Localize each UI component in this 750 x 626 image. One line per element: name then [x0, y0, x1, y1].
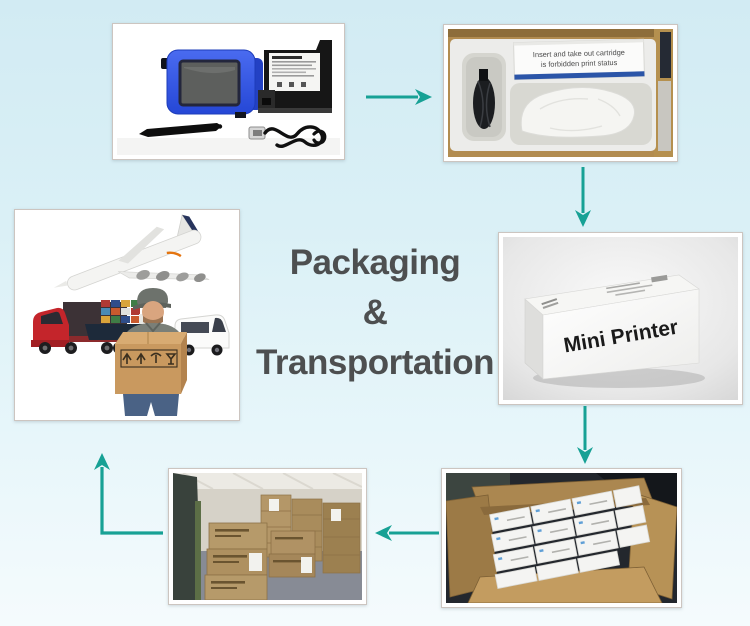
- photo-delivery: [14, 209, 240, 421]
- container-ship-icon: [85, 300, 149, 340]
- shipping-symbols: [120, 349, 178, 368]
- warning-label-line2: is forbidden print status: [541, 58, 618, 69]
- title-line-1: Packaging: [289, 243, 461, 282]
- foam-packaging-illustration: Insert and take out cartridge is forbidd…: [448, 29, 673, 157]
- stylus-icon: [139, 123, 223, 137]
- warning-label-line1: Insert and take out cartridge: [533, 48, 625, 59]
- carton-stacks-front: [204, 522, 316, 600]
- ink-cartridge-icon: [258, 40, 332, 113]
- box-side-markings: [541, 298, 559, 309]
- page-title: Packaging & Transportation: [245, 238, 505, 388]
- packed-white-boxes: [489, 485, 651, 589]
- photo-open-carton: [441, 468, 682, 608]
- handheld-printer-icon: [161, 49, 263, 118]
- title-line-2: &: [362, 293, 388, 332]
- mini-printer-box-icon: Mini Printer: [524, 274, 700, 380]
- warning-label-card: Insert and take out cartridge is forbidd…: [513, 38, 645, 81]
- packed-cable-icon: [462, 53, 506, 141]
- photo-foam-packaging: Insert and take out cartridge is forbidd…: [443, 24, 678, 162]
- flow-arrow-left-icon: [375, 525, 439, 541]
- cargo-plane-icon: [53, 214, 210, 291]
- containers: [101, 300, 140, 323]
- flow-arrow-down-2-icon: [577, 406, 593, 464]
- usb-cable-icon: [248, 125, 327, 148]
- warehouse-illustration: [173, 473, 362, 600]
- parcel-box-icon: [115, 332, 187, 394]
- packed-item-edge: [660, 32, 671, 78]
- delivery-illustration: [19, 214, 235, 416]
- box-top-markings: [606, 274, 668, 296]
- warehouse-wall: [173, 473, 201, 600]
- flow-arrow-down-1-icon: [575, 167, 591, 227]
- wrapped-printer-icon: [510, 83, 652, 145]
- photo-printer-kit: [112, 23, 345, 160]
- flow-arrow-up-elbow-icon: [94, 453, 163, 535]
- title-line-3: Transportation: [255, 343, 495, 382]
- flow-arrow-right-icon: [366, 89, 432, 105]
- open-carton-illustration: [446, 473, 677, 603]
- printer-kit-illustration: [117, 28, 340, 155]
- retail-box-illustration: Mini Printer: [503, 237, 738, 400]
- courier-icon: [115, 288, 187, 416]
- photo-warehouse: [168, 468, 367, 605]
- photo-retail-box: Mini Printer: [498, 232, 743, 405]
